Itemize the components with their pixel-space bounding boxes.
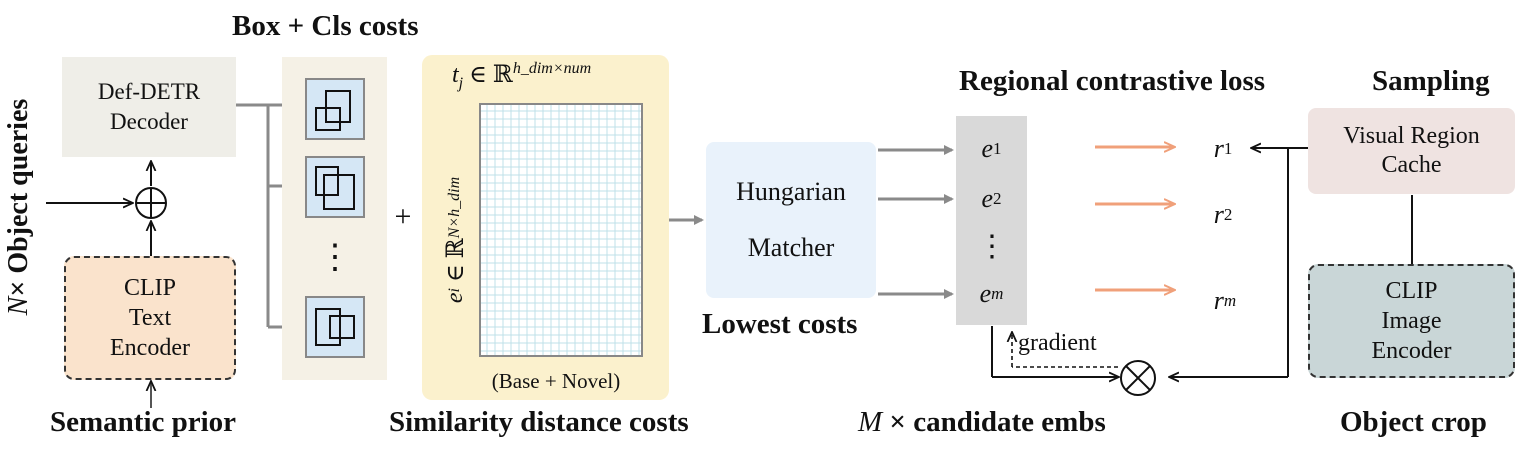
matrix-top-base: t [452,62,459,88]
similarity-costs-label: Similarity distance costs [389,406,689,438]
clip-text-line-3: Encoder [110,335,190,361]
object-queries-label: N × Object queries [2,57,36,357]
query-box-3-icon [305,296,365,358]
lowest-costs-label: Lowest costs [702,308,858,340]
embs-to-otimes [991,326,1118,377]
hungarian-line-2: Matcher [747,233,835,262]
matrix-top-reals: ℝ [492,62,513,88]
cache-to-r1 [1170,148,1308,377]
semantic-prior-label: Semantic prior [50,406,237,438]
matrix-top-sup: h_dim×num [512,60,592,77]
r1-sub: 1 [1223,139,1233,158]
matrix-top-elem: ∈ [469,62,487,88]
clip-image-line-3: Encoder [1371,338,1452,364]
embeddings-column [956,116,1027,325]
em-base: e [979,279,992,308]
matrix-top-sub: j [458,74,464,92]
queries-label-text: × Object queries [3,98,34,297]
rm-base: r [1213,286,1224,315]
matrix-side-reals: ℝ [442,238,469,259]
matrix-side-sup: N×h_dim [446,176,463,239]
clip-text-line-1: CLIP [123,275,176,301]
decoder-line-2: Decoder [110,109,188,134]
clip-text-line-2: Text [128,305,172,331]
clip-text-encoder-box: CLIP Text Encoder [64,256,236,380]
e2-base: e [981,184,994,213]
matrix-side-elem: ∈ [442,264,469,283]
queries-count-symbol: N [3,296,34,316]
similarity-grid [479,103,643,357]
e1-base: e [981,134,994,163]
add-operator-icon [135,187,167,219]
gradient-label: gradient [1018,330,1097,356]
object-crop-label: Object crop [1340,406,1487,438]
decoder-line-1: Def-DETR [97,79,201,104]
hungarian-matcher-box: Hungarian Matcher [706,142,876,298]
plus-sign: + [394,200,412,233]
candidate-embs-label: M × candidate embs [858,406,1106,439]
clip-image-encoder-box: CLIP Image Encoder [1308,264,1515,378]
query-box-2-icon [305,156,365,218]
gradient-dashed-arrow [1012,333,1118,368]
query-boxes-vdots: ⋮ [318,239,352,276]
candidate-label-text: × candidate embs [882,406,1106,438]
r2-sub: 2 [1223,205,1233,224]
embeddings-vdots: ⋮ [977,229,1007,263]
matrix-side-base: e [441,292,468,304]
e1-sub: 1 [993,139,1002,158]
sampling-label: Sampling [1372,65,1490,97]
hungarian-line-1: Hungarian [736,177,846,206]
clip-image-line-2: Image [1381,308,1442,334]
box-cls-costs-label: Box + Cls costs [232,10,419,42]
em-sub: m [991,284,1004,303]
decoder-box: Def-DETR Decoder [62,57,236,157]
e2-sub: 2 [993,189,1002,208]
clip-image-line-1: CLIP [1385,278,1438,304]
r1-base: r [1213,134,1224,163]
cache-line-1: Visual Region [1343,123,1480,149]
visual-region-cache-box: Visual Region Cache [1308,108,1515,194]
r2-base: r [1213,200,1224,229]
matrix-bottom-label: (Base + Novel) [491,368,621,393]
contrastive-arrows [1095,147,1174,290]
candidate-count-symbol: M [858,406,883,438]
hungarian-to-embs [878,145,954,299]
rm-sub: m [1223,291,1237,310]
matrix-side-sub: i [446,288,463,293]
query-box-1-icon [305,78,365,140]
cache-line-2: Cache [1381,152,1442,178]
regional-loss-label: Regional contrastive loss [959,65,1266,97]
multiply-operator-icon [1120,360,1156,396]
matrix-top-label: tj ∈ ℝh_dim×num [452,60,591,93]
